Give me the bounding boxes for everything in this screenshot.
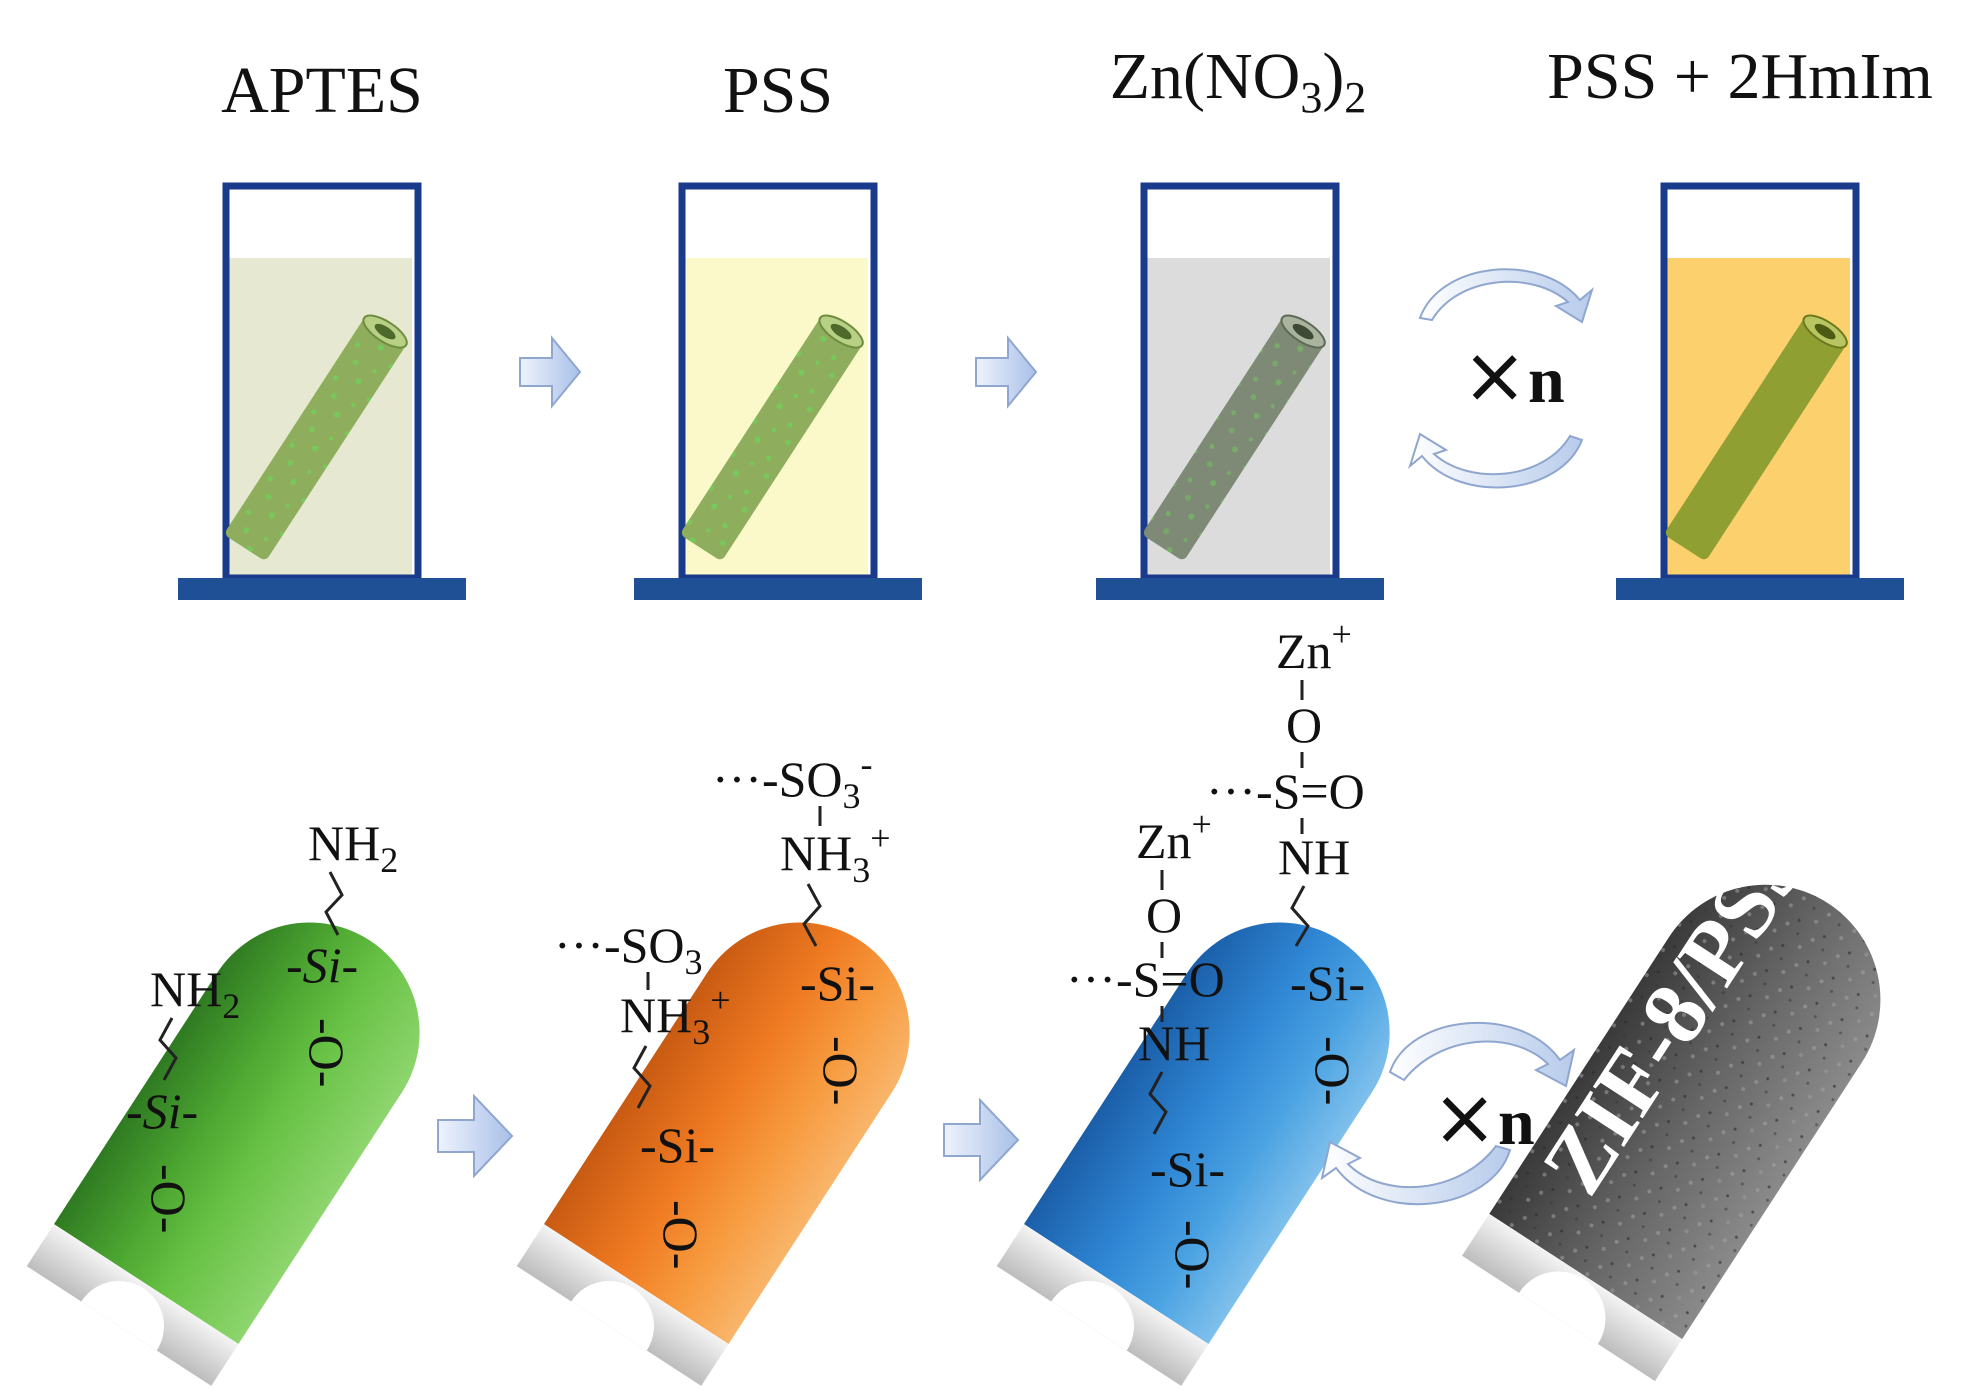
cycle-arrow-upper	[1388, 1021, 1576, 1088]
si-label: -Si-	[126, 1083, 198, 1139]
step-title-zinc-nitrate: Zn(NO3)2	[1110, 40, 1367, 122]
amine-label: NH	[1138, 1015, 1210, 1071]
nh2-label: NH2	[308, 815, 398, 880]
substrate-texture	[1489, 884, 1881, 1340]
beaker-zinc-nitrate	[1096, 182, 1384, 600]
membrane-tube	[1665, 314, 1848, 560]
repeat-count-n: n	[1528, 344, 1565, 417]
o-label: -O-	[653, 1200, 709, 1269]
substrate-hollow	[81, 1281, 164, 1351]
step-arrow	[975, 335, 1038, 409]
o-label: -O-	[813, 1036, 869, 1105]
pss-group-upper: ···-SO3- NH3+ -Si- -O-	[712, 744, 891, 1105]
beaker-base	[634, 578, 922, 600]
amine-label: NH	[1278, 829, 1350, 885]
nh2-label: NH2	[150, 961, 240, 1026]
substrate-hollow	[1051, 1281, 1134, 1351]
sulfonyl-label: ···-S=O	[1206, 763, 1365, 819]
si-label: -Si-	[1150, 1141, 1225, 1197]
substrate-aptes: NH2 -Si- -O- NH2 -Si- -O-	[26, 815, 420, 1386]
zinc-group-lower: Zn+ O ···-S=O NH -Si- -O-	[1066, 804, 1225, 1289]
oxygen-label: O	[1146, 887, 1182, 943]
substrate-hollow	[571, 1281, 654, 1351]
times-symbol: ×	[1432, 1073, 1497, 1163]
repeat-cycle-top: × n	[1408, 268, 1594, 489]
step-arrow	[437, 1093, 514, 1179]
sulfonate-label: ···-SO3	[554, 917, 703, 982]
repeat-count-n: n	[1498, 1086, 1535, 1159]
o-label: -O-	[1165, 1220, 1221, 1289]
pss-group-lower: ···-SO3 NH3+ -Si- -O-	[554, 917, 731, 1269]
top-row: APTES PSS Zn(NO3)2 PSS + 2HmIm	[178, 40, 1933, 600]
cycle-arrow-upper	[1418, 268, 1594, 324]
si-label: -Si-	[640, 1117, 715, 1173]
o-label: -O-	[1305, 1036, 1361, 1105]
substrate-body	[1023, 922, 1390, 1344]
repeat-cycle-bottom: × n	[1320, 1021, 1576, 1206]
zinc-ion-label: Zn+	[1136, 804, 1212, 869]
step-arrow	[519, 335, 582, 409]
membrane-tube	[681, 314, 864, 560]
o-label: -O-	[141, 1164, 197, 1233]
bottom-row: NH2 -Si- -O- NH2 -Si- -O- ···-SO3-	[26, 614, 1881, 1386]
beaker-base	[1616, 578, 1904, 600]
step-title-pss-2hmim: PSS + 2HmIm	[1547, 40, 1933, 113]
sulfonate-label: ···-SO3-	[712, 744, 873, 816]
si-label: -Si-	[286, 937, 358, 993]
sulfonyl-label: ···-S=O	[1066, 951, 1225, 1007]
o-label: -O-	[299, 1018, 355, 1087]
substrate-pss: ···-SO3- NH3+ -Si- -O- ···-SO3 NH3+ -Si-…	[516, 744, 910, 1386]
cycle-arrow-lower	[1320, 1140, 1512, 1206]
substrate-body	[53, 922, 420, 1344]
substrate-zinc: Zn+ O ···-S=O NH -Si- -O- Zn+ O ···-S=O …	[996, 614, 1390, 1386]
beaker-aptes	[178, 182, 466, 600]
aptes-group-upper: NH2 -Si- -O-	[286, 815, 398, 1087]
zinc-ion-label: Zn+	[1276, 614, 1352, 679]
si-label: -Si-	[1290, 955, 1365, 1011]
zinc-group-upper: Zn+ O ···-S=O NH -Si- -O-	[1206, 614, 1365, 1105]
beaker-pss	[634, 182, 922, 600]
si-label: -Si-	[800, 955, 875, 1011]
times-symbol: ×	[1462, 331, 1527, 421]
ammonium-label: NH3+	[620, 980, 731, 1052]
aptes-group-lower: NH2 -Si- -O-	[126, 961, 240, 1233]
step-title-pss: PSS	[723, 54, 833, 127]
oxygen-label: O	[1286, 697, 1322, 753]
membrane-tube	[225, 314, 408, 560]
beaker-base	[178, 578, 466, 600]
step-arrow	[943, 1097, 1020, 1183]
ammonium-label: NH3+	[780, 818, 891, 890]
step-title-aptes: APTES	[221, 54, 423, 127]
beaker-pss-hmim	[1616, 182, 1904, 600]
substrate-body	[543, 922, 910, 1344]
substrate-hollow	[1519, 1271, 1606, 1345]
cycle-arrow-lower	[1408, 432, 1584, 489]
beaker-base	[1096, 578, 1384, 600]
membrane-tube	[1143, 314, 1326, 560]
